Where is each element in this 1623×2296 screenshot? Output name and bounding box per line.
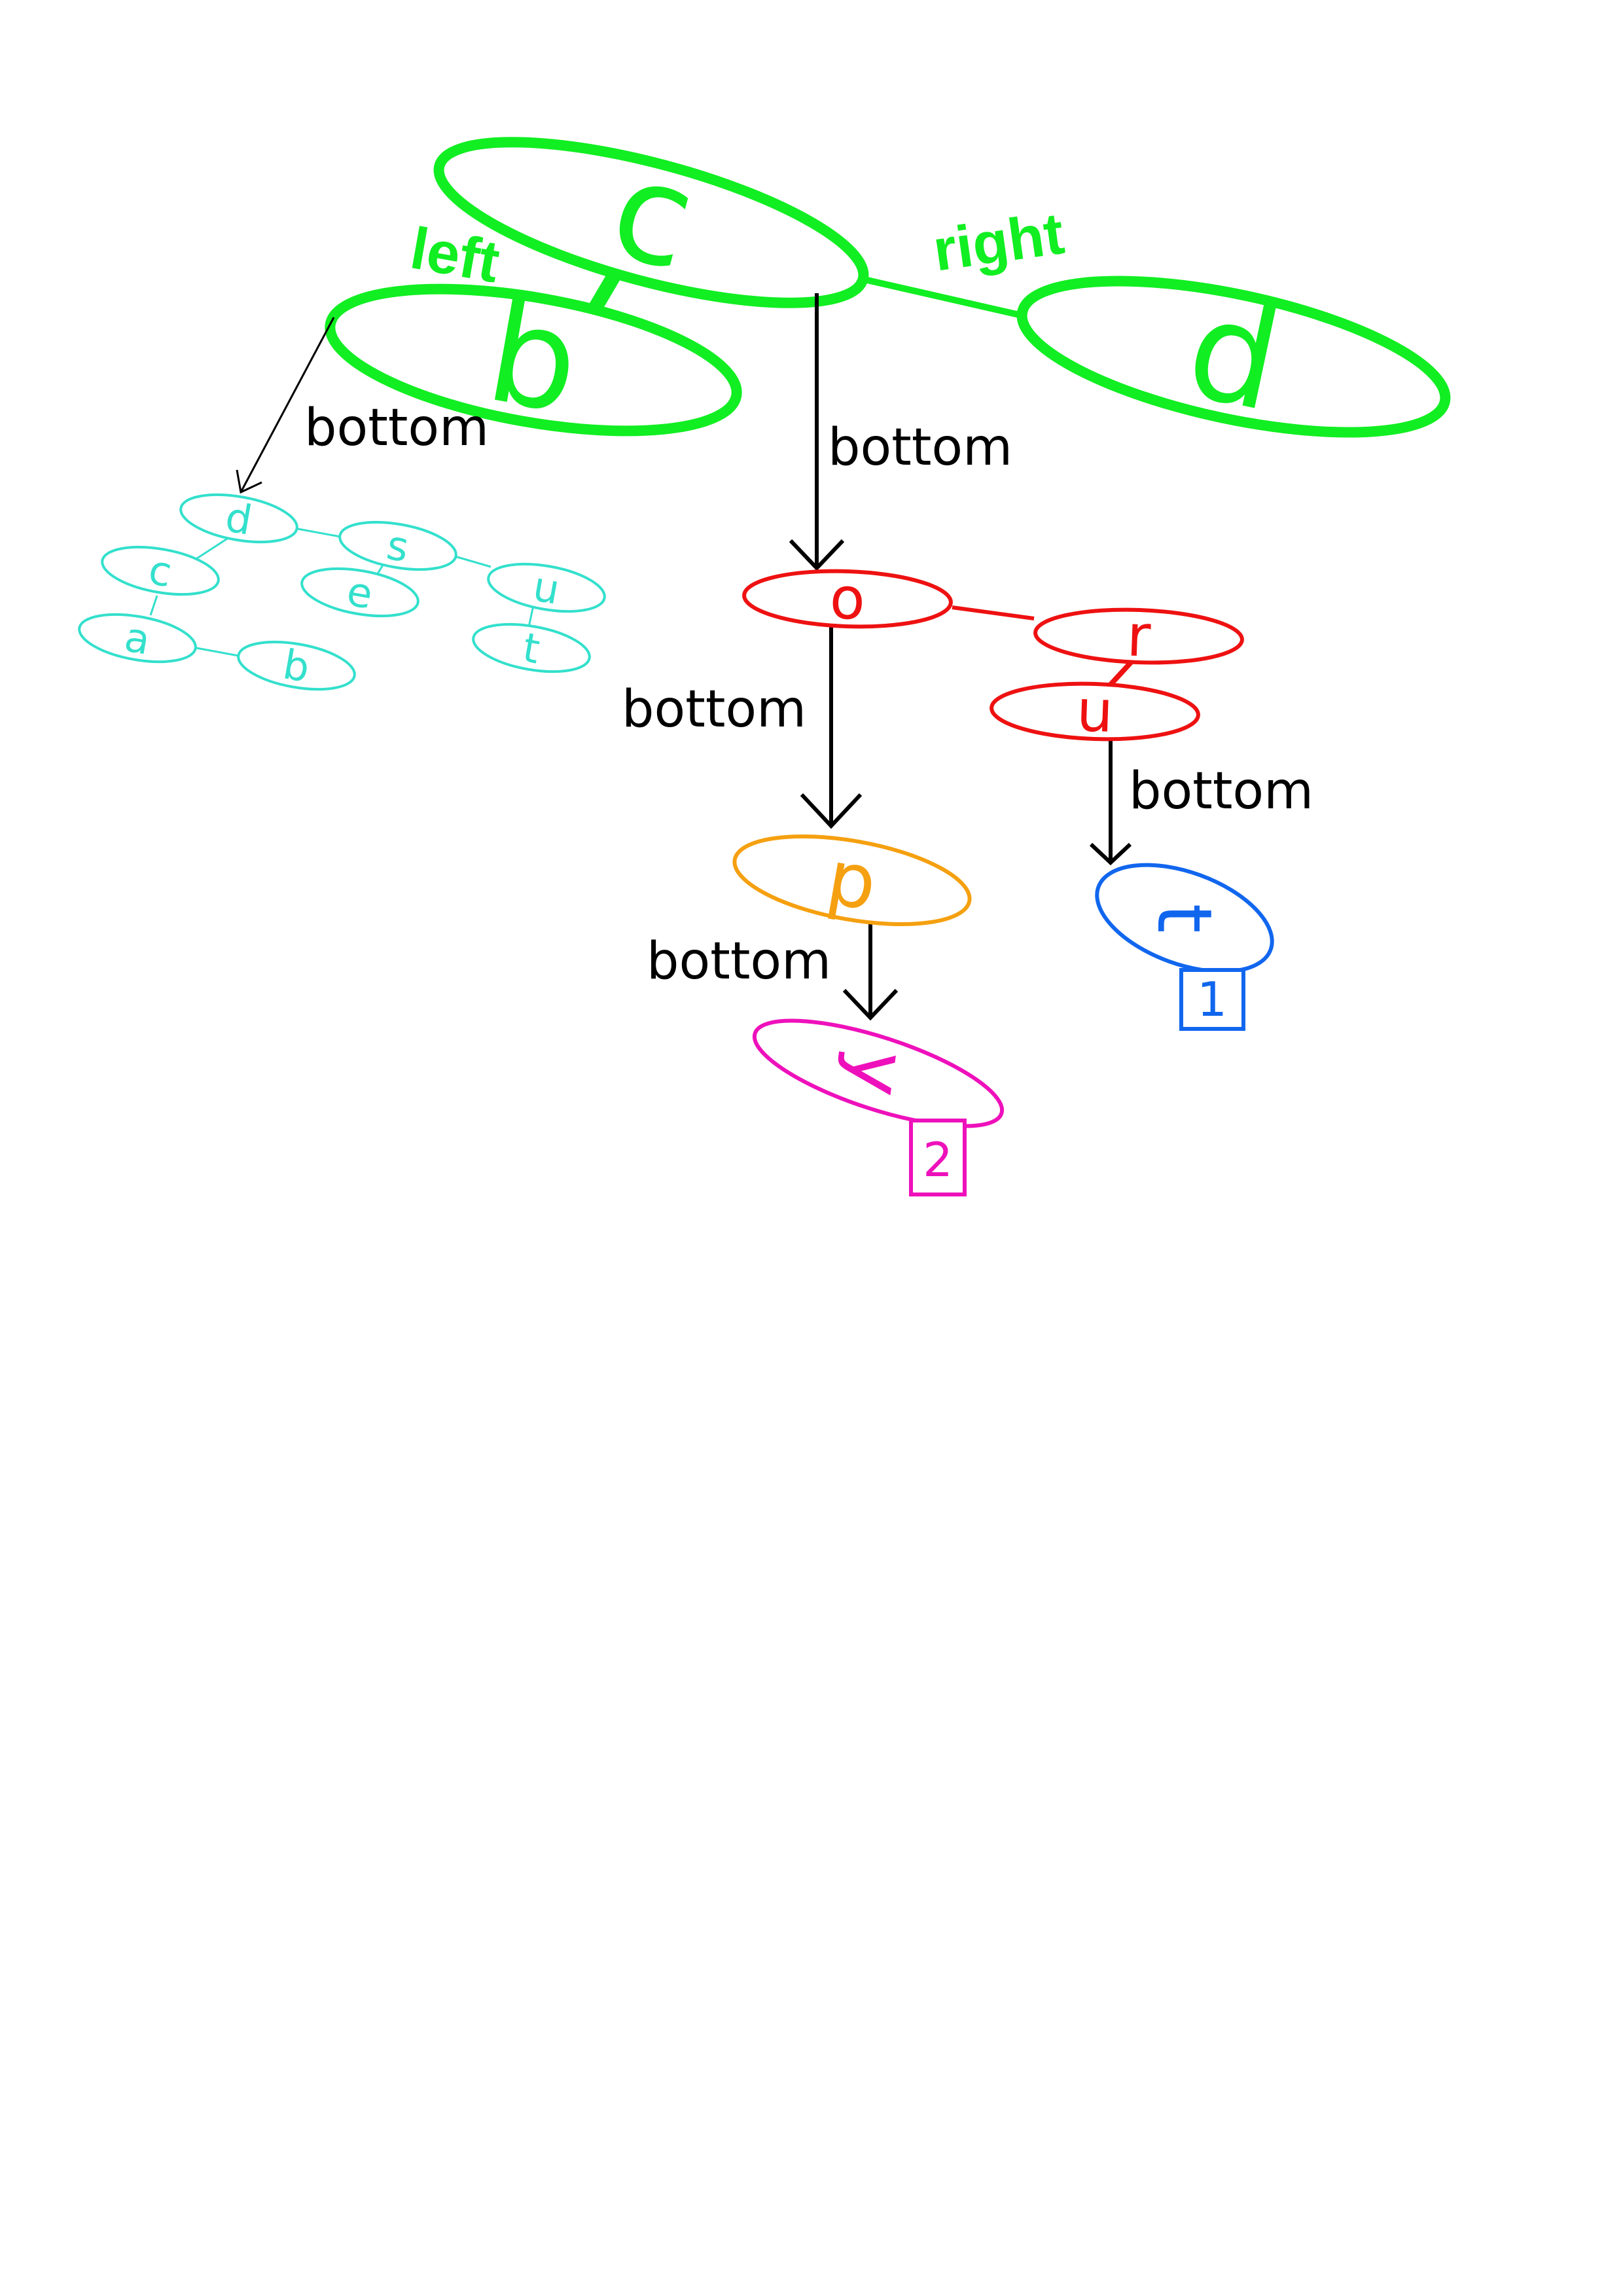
arrow-c-to-o-head: [789, 539, 845, 571]
cyan-node-c: c: [101, 546, 220, 596]
node-b: b: [325, 272, 742, 445]
arrow-label-p-to-y: bottom: [647, 932, 831, 991]
red-node-u: u: [990, 677, 1200, 745]
edge-red-r-u: [1107, 659, 1134, 688]
red-node-r: r: [1033, 601, 1244, 670]
cyan-nodes: d s c e u a b t: [78, 493, 606, 692]
arrows: bottom bottom bottom bottom bottom: [236, 293, 1313, 1021]
node-c: c: [433, 128, 869, 308]
edge-cyan-d-c: [194, 534, 233, 561]
badge-t: 1: [1179, 968, 1245, 1031]
arrow-b-to-cyan: [240, 317, 335, 493]
node-t-label: t: [1140, 903, 1228, 933]
arrow-u-to-t-head: [1089, 842, 1132, 866]
cyan-node-s: s: [338, 521, 457, 571]
arrow-label-c-to-o: bottom: [828, 418, 1012, 477]
edge-c-d: [843, 272, 1032, 321]
edge-cyan-d-s: [297, 528, 341, 538]
arrow-label-b-to-cyan: bottom: [304, 399, 489, 457]
edge-cyan-s-u: [454, 555, 491, 568]
edge-label-right: right: [929, 201, 1068, 284]
badge-y-label: 2: [923, 1132, 953, 1187]
red-node-u-label: u: [1075, 677, 1114, 745]
node-p: p: [732, 834, 972, 928]
node-d: d: [1016, 268, 1451, 442]
edge-cyan-u-t: [527, 605, 535, 628]
node-y: y: [752, 1018, 1005, 1128]
cyan-node-t: t: [472, 622, 591, 673]
node-t: t: [1095, 863, 1274, 974]
arrow-label-u-to-t: bottom: [1129, 762, 1313, 821]
cyan-node-e: e: [300, 567, 419, 619]
badge-y: 2: [909, 1119, 967, 1196]
edge-red-o-r: [952, 605, 1035, 620]
arrow-label-o-to-p: bottom: [622, 680, 806, 739]
edge-cyan-c-a: [149, 595, 158, 616]
arrow-p-to-y-head: [842, 988, 899, 1021]
cyan-cluster: [149, 528, 535, 657]
red-node-o-label: o: [829, 564, 866, 633]
arrow-o-to-p-head: [800, 793, 863, 829]
red-node-r-label: r: [1126, 601, 1152, 670]
cyan-node-a: a: [78, 613, 197, 664]
edge-cyan-a-b: [196, 647, 240, 657]
badge-t-label: 1: [1197, 972, 1227, 1027]
red-cluster: o r u: [742, 564, 1244, 745]
arrow-b-to-cyan-head: [236, 469, 262, 494]
red-node-o: o: [742, 564, 953, 633]
edge-label-left: left: [406, 215, 504, 295]
cyan-node-b: b: [237, 640, 356, 692]
cyan-node-u: u: [487, 562, 606, 614]
cyan-node-d: d: [179, 493, 298, 545]
